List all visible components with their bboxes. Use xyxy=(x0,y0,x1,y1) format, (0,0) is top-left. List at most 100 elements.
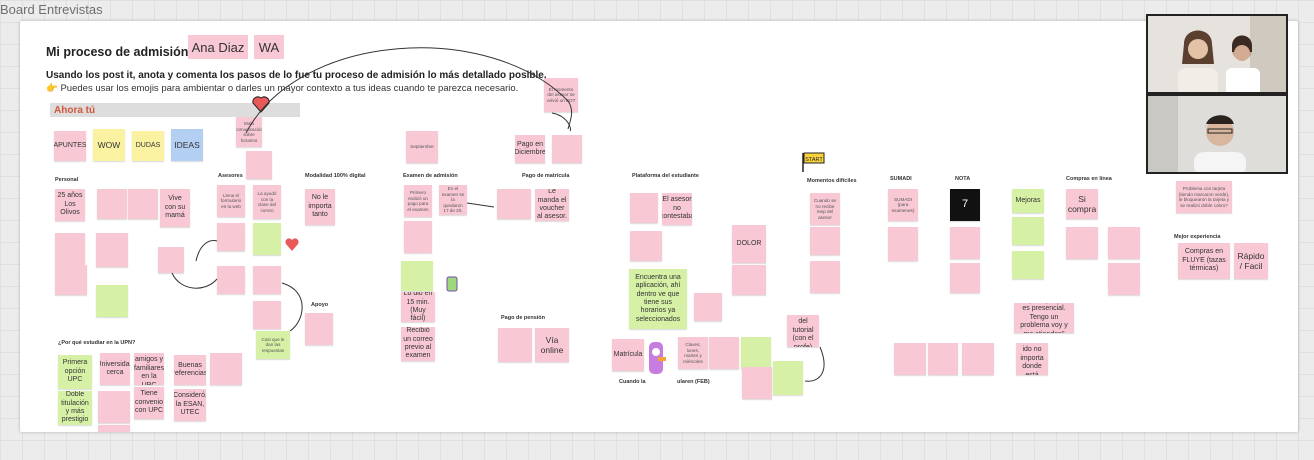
initials-tag[interactable]: WA xyxy=(254,35,284,59)
label-por-que: ¿Por qué estudiar en la UPN? xyxy=(58,340,136,346)
note-sticky[interactable] xyxy=(55,233,85,265)
note-mala-comunicacion[interactable]: Mala comunicación sobre horarios xyxy=(236,117,262,147)
note-sticky[interactable] xyxy=(630,193,658,223)
note-sticky[interactable] xyxy=(1012,217,1044,245)
note-nota-7[interactable]: 7 xyxy=(950,189,980,221)
note-llena-formulario[interactable]: Llena el formulario en la web xyxy=(217,185,245,217)
video-participant-1[interactable] xyxy=(1146,14,1288,94)
heart-sticker-icon[interactable] xyxy=(250,93,272,115)
note-sticky[interactable] xyxy=(55,265,87,295)
participant-avatar-icon xyxy=(1148,96,1286,172)
start-flag-icon[interactable]: START xyxy=(800,151,826,173)
note-desarrollo-tutorial[interactable]: Desarrollo del tutorial (con el profe) xyxy=(787,315,819,347)
note-sticky[interactable] xyxy=(741,337,771,369)
note-la-ayudo[interactable]: La ayudó con la clase del correo xyxy=(253,185,281,219)
note-compras-fluye[interactable]: Compras en FLUYE (tazas térmicas) xyxy=(1178,243,1230,279)
note-mejoras[interactable]: Mejoras xyxy=(1012,189,1044,213)
note-encuentra-aplicacion[interactable]: Encuentra una aplicación, ahí dentro ve … xyxy=(629,269,687,329)
legend-apuntes[interactable]: APUNTES xyxy=(54,131,86,161)
board-frame[interactable]: Mi proceso de admisión Ana Diaz WA Usand… xyxy=(20,21,1298,432)
note-sticky[interactable] xyxy=(773,361,803,395)
note-sticky[interactable] xyxy=(128,189,158,219)
note-via-online[interactable]: Vía online xyxy=(535,328,569,362)
note-hubiera-ido[interactable]: Hubiera ido no importa donde está xyxy=(1016,343,1048,375)
note-primero[interactable]: Primero realizó un pago para el examen xyxy=(404,185,432,217)
note-doble-titulacion[interactable]: Doble titulación y más prestigio xyxy=(58,391,92,425)
note-sticky[interactable] xyxy=(1066,227,1098,259)
note-si-compra[interactable]: Si compra xyxy=(1066,189,1098,219)
note-sticky[interactable] xyxy=(630,231,662,261)
note-sticky[interactable] xyxy=(96,285,128,317)
note-sticky[interactable] xyxy=(742,367,772,399)
label-pago-matricula: Pago de matrícula xyxy=(522,173,570,179)
note-considero-esan[interactable]: Consideró, la ESAN, UTEC xyxy=(174,389,206,421)
note-sticky[interactable] xyxy=(98,391,130,423)
note-dolor[interactable]: DOLOR xyxy=(732,225,766,263)
note-sticky[interactable] xyxy=(98,425,130,432)
note-asesor-no-contestaba[interactable]: El asesor no contestaba xyxy=(662,193,692,225)
sticker-icon[interactable] xyxy=(445,275,461,295)
note-sticky[interactable] xyxy=(217,223,245,251)
note-claves[interactable]: Claves, lunes, martes y miércoles xyxy=(678,337,708,369)
note-problema-tarjeta[interactable]: Problema con tarjeta (tiendo marcaron ve… xyxy=(1176,181,1232,213)
note-rapido-facil[interactable]: Rápido / Facil xyxy=(1234,243,1268,279)
note-sticky[interactable] xyxy=(888,227,918,261)
legend-dudas[interactable]: DUDAS xyxy=(132,131,164,161)
note-septiembre[interactable]: Septiembre xyxy=(406,131,438,163)
note-sticky[interactable] xyxy=(810,227,840,255)
note-pago-diciembre[interactable]: Pago en Diciembre xyxy=(515,135,545,163)
note-sticky[interactable] xyxy=(962,343,994,375)
note-buenas-referencias[interactable]: Buenas referencias xyxy=(174,355,206,385)
legend-ideas[interactable]: IDEAS xyxy=(171,129,203,161)
label-mejor-experiencia: Mejor experiencia xyxy=(1174,234,1221,240)
note-sticky[interactable] xyxy=(950,263,980,293)
note-sticky[interactable] xyxy=(950,227,980,259)
note-sticky[interactable] xyxy=(810,261,840,293)
note-le-manda-voucher[interactable]: Le manda el voucher al asesor. xyxy=(535,189,569,221)
video-participant-2[interactable] xyxy=(1146,94,1288,174)
note-lo-principal[interactable]: "Lo principal para es presencial. Tengo … xyxy=(1014,303,1074,333)
note-sticky[interactable] xyxy=(552,135,582,163)
note-casi-respuestas[interactable]: Casi que le dan las respuestas xyxy=(256,331,290,359)
note-recibio-correo[interactable]: Recibió un correo previo al examen xyxy=(401,327,435,361)
note-en-el-examen[interactable]: En el examen se la quedaron 17 de 20. xyxy=(439,185,467,215)
heart-icon[interactable] xyxy=(284,237,300,253)
note-sticky[interactable] xyxy=(928,343,958,375)
note-lo-dio-15-min[interactable]: Lo dio en 15 min. (Muy fácil) xyxy=(401,292,435,322)
note-sticky[interactable] xyxy=(97,189,127,219)
note-sticky[interactable] xyxy=(894,343,926,375)
note-sticky[interactable] xyxy=(217,266,245,294)
mascot-sticker-icon[interactable] xyxy=(644,339,668,379)
note-primera-opcion[interactable]: Primera opción UPC xyxy=(58,355,92,389)
note-sticky[interactable] xyxy=(401,261,433,291)
note-universidad-cerca[interactable]: Universidad cerca xyxy=(100,353,130,385)
note-sumadi-examenes[interactable]: SUMADI (para examenes) xyxy=(888,189,918,221)
name-tag[interactable]: Ana Diaz xyxy=(188,35,248,59)
note-sticky[interactable] xyxy=(1108,227,1140,259)
note-sticky[interactable] xyxy=(158,247,184,273)
legend-wow[interactable]: WOW xyxy=(93,129,125,161)
note-sticky[interactable] xyxy=(253,266,281,294)
note-sticky[interactable] xyxy=(253,223,281,255)
note-sticky[interactable] xyxy=(1012,251,1044,279)
note-25-anos[interactable]: 25 años Los Olivos xyxy=(55,189,85,221)
note-no-importa[interactable]: No le importa tanto xyxy=(305,189,335,225)
note-sticky[interactable] xyxy=(732,265,766,295)
note-sticky[interactable] xyxy=(497,189,531,219)
note-cuando-no-recibe[interactable]: Cuando se no recibe resp del asesor xyxy=(810,193,840,225)
note-matricula[interactable]: Matrícula xyxy=(612,339,644,371)
note-sticky[interactable] xyxy=(246,151,272,179)
note-sticky[interactable] xyxy=(709,337,739,369)
label-asesores: Asesores xyxy=(218,173,243,179)
note-sticky[interactable] xyxy=(404,221,432,253)
note-sticky[interactable] xyxy=(305,313,333,345)
note-tiene-amigos[interactable]: Tiene amigos y familiares en la UPC xyxy=(134,353,164,385)
note-tiene-convenio[interactable]: Tiene convenio con UPC xyxy=(134,387,164,419)
note-sticky[interactable] xyxy=(253,301,281,329)
note-sticky[interactable] xyxy=(694,293,722,321)
note-sticky[interactable] xyxy=(210,353,242,385)
note-sticky[interactable] xyxy=(96,233,128,267)
note-sticky[interactable] xyxy=(1108,263,1140,295)
note-sticky[interactable] xyxy=(498,328,532,362)
note-vive-con-su-mama[interactable]: Vive con su mamá xyxy=(160,189,190,227)
